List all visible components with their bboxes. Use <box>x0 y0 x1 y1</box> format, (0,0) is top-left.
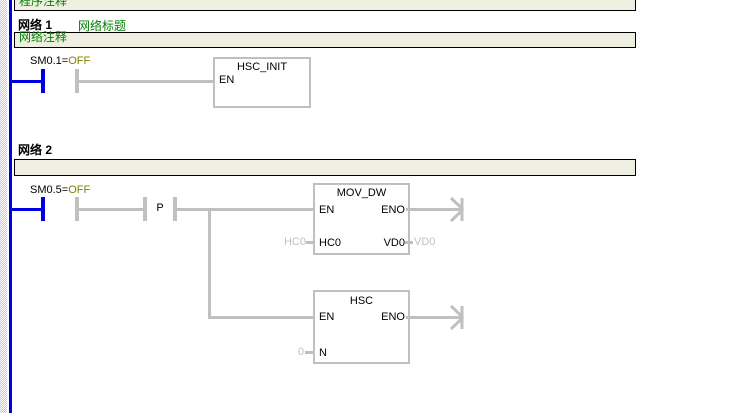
mov-dw-en-pin: EN <box>319 204 335 216</box>
contact1-operand-label[interactable]: SM0.1=OFF <box>30 55 90 67</box>
hsc-init-en-pin: EN <box>219 74 235 86</box>
open-wire-arrow-icon <box>406 304 465 331</box>
mov-dw-input-operand[interactable]: HC0 <box>283 236 306 248</box>
contact2-operand-label[interactable]: SM0.5=OFF <box>30 184 90 196</box>
hsc-n-pin: N <box>319 347 327 359</box>
mov-dw-box-title: MOV_DW <box>336 187 387 199</box>
contact1-left-leg[interactable] <box>41 69 45 93</box>
contact1-address: SM0.1= <box>30 55 69 67</box>
open-wire-arrow-icon <box>406 196 465 223</box>
hsc-n-operand[interactable]: 0 <box>297 346 304 358</box>
network2-comment-bar[interactable] <box>14 159 636 176</box>
edge-contact-left-leg[interactable] <box>143 197 147 221</box>
hsc-init-box[interactable]: HSC_INIT EN <box>213 57 311 108</box>
network1-comment-bar[interactable]: 网络注释 <box>14 30 636 48</box>
network1-comment-text: 网络注释 <box>19 30 68 44</box>
hsc-box[interactable]: HSC EN ENO N <box>313 290 410 364</box>
mov-dw-output-dash <box>405 241 413 244</box>
hsc-eno-pin: ENO <box>381 311 405 323</box>
branch-wire-horizontal <box>208 316 313 319</box>
edge-contact-label[interactable]: P <box>156 202 164 214</box>
mov-dw-box[interactable]: MOV_DW EN ENO HC0 VD0 <box>313 183 410 255</box>
network1-label[interactable]: 网络 1 <box>18 18 53 32</box>
network1-title[interactable]: 网络标题 <box>78 19 127 33</box>
network1-power-wire <box>11 80 42 83</box>
contact2-address: SM0.5= <box>30 184 69 196</box>
network2-wire-a <box>79 208 143 211</box>
edge-contact-right-leg[interactable] <box>173 197 177 221</box>
mov-dw-eno-pin: ENO <box>381 204 405 216</box>
hsc-en-pin: EN <box>319 311 335 323</box>
network2-wire-b <box>177 208 313 211</box>
mov-dw-out-pin: VD0 <box>383 237 405 249</box>
mov-dw-input-dash <box>306 241 314 244</box>
left-power-rail <box>9 0 12 413</box>
contact1-state: OFF <box>68 55 91 67</box>
network2-label[interactable]: 网络 2 <box>18 143 53 157</box>
hsc-box-title: HSC <box>349 295 374 307</box>
contact2-left-leg[interactable] <box>41 197 45 221</box>
contact1-right-leg[interactable] <box>75 69 79 93</box>
canvas-left-margin <box>0 0 7 413</box>
branch-wire-vertical <box>208 208 211 319</box>
program-comment-text: 程序注释 <box>19 0 68 8</box>
hsc-n-dash <box>305 351 314 354</box>
program-comment-bar[interactable]: 程序注释 <box>14 0 636 11</box>
hsc-init-box-title: HSC_INIT <box>236 61 288 73</box>
mov-dw-output-operand[interactable]: VD0 <box>414 236 436 248</box>
mov-dw-in-pin: HC0 <box>319 237 342 249</box>
contact2-right-leg[interactable] <box>75 197 79 221</box>
network1-wire <box>79 80 213 83</box>
contact2-state: OFF <box>68 184 91 196</box>
network2-power-wire <box>11 208 42 211</box>
